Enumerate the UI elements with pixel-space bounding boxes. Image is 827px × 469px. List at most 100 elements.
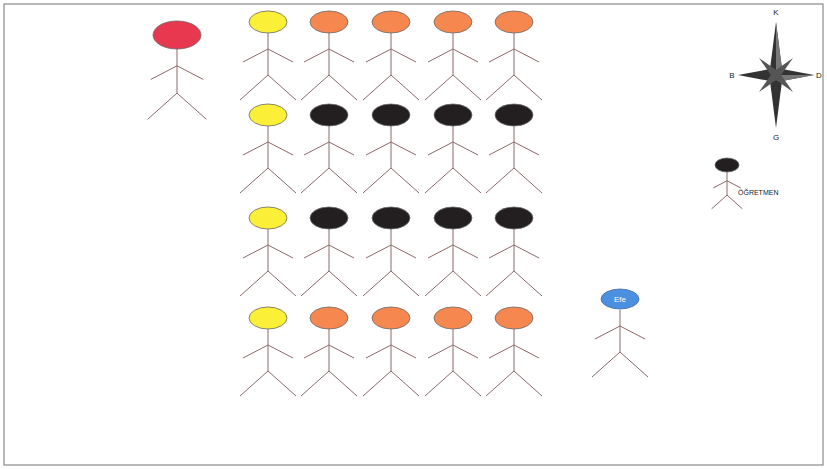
leg	[514, 271, 542, 296]
leg	[363, 168, 391, 193]
stick-body	[240, 329, 296, 396]
torso	[620, 310, 621, 352]
torso	[453, 329, 454, 371]
leg	[329, 168, 357, 193]
torso	[391, 126, 392, 168]
leg	[391, 168, 419, 193]
compass-letter: K	[773, 8, 778, 17]
leg	[240, 271, 268, 296]
stick-body	[486, 329, 542, 396]
arm	[268, 49, 293, 62]
leg	[268, 271, 296, 296]
torso	[514, 126, 515, 168]
arm	[268, 142, 293, 155]
leg	[329, 371, 357, 396]
arm	[366, 142, 391, 155]
leg	[240, 75, 268, 100]
stick-body	[363, 329, 419, 396]
leg	[268, 75, 296, 100]
leg	[301, 75, 329, 100]
head	[372, 11, 410, 33]
stick-body	[301, 33, 357, 100]
leg	[425, 271, 453, 296]
arm	[243, 245, 268, 258]
arm	[391, 49, 416, 62]
frame	[4, 4, 823, 465]
leg	[425, 168, 453, 193]
leg	[712, 195, 727, 209]
arm	[268, 245, 293, 258]
stick-body	[301, 329, 357, 396]
torso	[727, 172, 728, 195]
head	[434, 104, 472, 126]
leg	[425, 371, 453, 396]
head	[310, 207, 348, 229]
leg	[301, 271, 329, 296]
arm	[243, 49, 268, 62]
torso	[514, 229, 515, 271]
torso	[177, 49, 178, 93]
arm	[514, 49, 539, 62]
leg	[486, 371, 514, 396]
stick-body	[425, 329, 481, 396]
head	[495, 207, 533, 229]
torso	[329, 329, 330, 371]
leg	[620, 352, 648, 377]
head	[372, 307, 410, 329]
stick-body	[363, 126, 419, 193]
arm	[453, 49, 478, 62]
leg	[486, 271, 514, 296]
arm	[151, 66, 177, 80]
compass-letter: D	[816, 71, 822, 80]
stick-body	[486, 33, 542, 100]
arm	[727, 181, 741, 188]
torso	[391, 329, 392, 371]
arm	[243, 345, 268, 358]
leg	[514, 168, 542, 193]
torso	[391, 229, 392, 271]
leg	[453, 75, 481, 100]
torso	[268, 229, 269, 271]
leg	[425, 75, 453, 100]
arm	[595, 326, 620, 339]
arm	[329, 345, 354, 358]
head	[310, 104, 348, 126]
arm	[391, 142, 416, 155]
leg	[177, 93, 206, 119]
leg	[391, 271, 419, 296]
arm	[391, 245, 416, 258]
torso	[329, 33, 330, 75]
stick-body	[425, 126, 481, 193]
head	[372, 104, 410, 126]
head	[249, 307, 287, 329]
arm	[304, 49, 329, 62]
leg	[268, 371, 296, 396]
stick-body	[425, 33, 481, 100]
torso	[453, 126, 454, 168]
leg	[486, 75, 514, 100]
leg	[514, 371, 542, 396]
leg	[592, 352, 620, 377]
leg	[329, 75, 357, 100]
leg	[453, 271, 481, 296]
head	[434, 307, 472, 329]
arm	[304, 245, 329, 258]
torso	[268, 33, 269, 75]
arm	[366, 245, 391, 258]
head-node: Efe	[600, 288, 640, 310]
arm	[489, 345, 514, 358]
arm	[489, 49, 514, 62]
torso	[329, 126, 330, 168]
head	[249, 11, 287, 33]
stick-body	[240, 126, 296, 193]
head	[310, 11, 348, 33]
stick-body	[425, 229, 481, 296]
arm	[489, 142, 514, 155]
head	[495, 104, 533, 126]
stick-body	[148, 49, 207, 119]
arm	[453, 345, 478, 358]
arm	[366, 345, 391, 358]
head	[372, 207, 410, 229]
torso	[391, 33, 392, 75]
